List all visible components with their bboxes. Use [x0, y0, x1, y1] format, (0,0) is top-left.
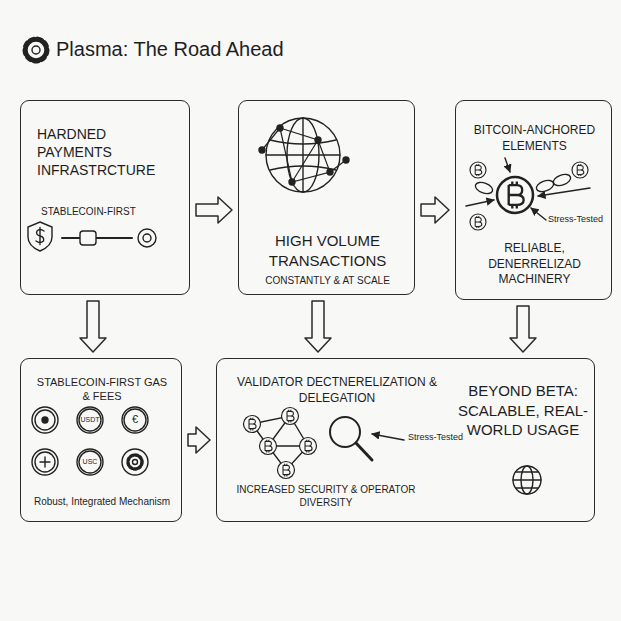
callout-label: Stress-Tested [548, 214, 610, 225]
box-text: STABLECOIN-FIRST [41, 205, 171, 218]
coin-label: USC [78, 458, 102, 466]
process-box: HIGH VOLUME TRANSACTIONS CONSTANTLY & AT … [238, 100, 415, 295]
block-arrow [305, 301, 331, 352]
box-text: BEYOND BETA: SCALABLE, REAL-WORLD USAGE [457, 381, 589, 440]
box-text: CONSTANTLY & AT SCALE [247, 274, 408, 287]
process-box: STABLECOIN-FIRST GAS & FEES Robust, Integ… [20, 358, 182, 522]
globe-icon [259, 118, 349, 192]
box-heading: VALIDATOR DECTNERELIZATION & DELEGATION [237, 375, 437, 406]
globe-icon [513, 466, 541, 494]
block-arrow [196, 197, 232, 223]
diagram-title: Plasma: The Road Ahead [56, 38, 284, 61]
box-heading: STABLECOIN-FIRST GAS & FEES [33, 375, 171, 404]
process-box: HARDNED PAYMENTS INFRASTRCTURE STABLECOIN… [20, 100, 190, 295]
coin-icons [32, 407, 148, 475]
block-arrow [188, 427, 210, 453]
box-text: RELIABLE, DENERRELIZAD MACHINERY [476, 241, 593, 288]
callout-label: Stress-Tested [408, 432, 470, 443]
coin-icon [138, 229, 156, 247]
leader-line [531, 208, 546, 220]
block-arrow [421, 197, 449, 223]
box-text: INCREASED SECURITY & OPERATOR DIVERSITY [231, 483, 421, 509]
box-heading: HARDNED PAYMENTS INFRASTRCTURE [37, 125, 161, 180]
leader-line [372, 434, 404, 440]
box-heading: HIGH VOLUME TRANSACTIONS [247, 231, 408, 270]
box-heading: BITCOIN-ANCHORED ELEMENTS [468, 123, 601, 154]
coin-label: € [123, 413, 147, 426]
shield-icon [28, 222, 52, 251]
validator-network [252, 416, 372, 470]
block-arrow [510, 306, 536, 352]
box-text: Robust, Integrated Mechanism [27, 495, 177, 508]
gear-icon [25, 39, 47, 61]
process-box: VALIDATOR DECTNERELIZATION & DELEGATION I… [216, 358, 595, 522]
slider-icon [62, 237, 132, 239]
block-arrow [80, 301, 106, 352]
coin-label: USDT [78, 416, 102, 424]
process-box: BITCOIN-ANCHORED ELEMENTS RELIABLE, DENER… [455, 100, 612, 300]
